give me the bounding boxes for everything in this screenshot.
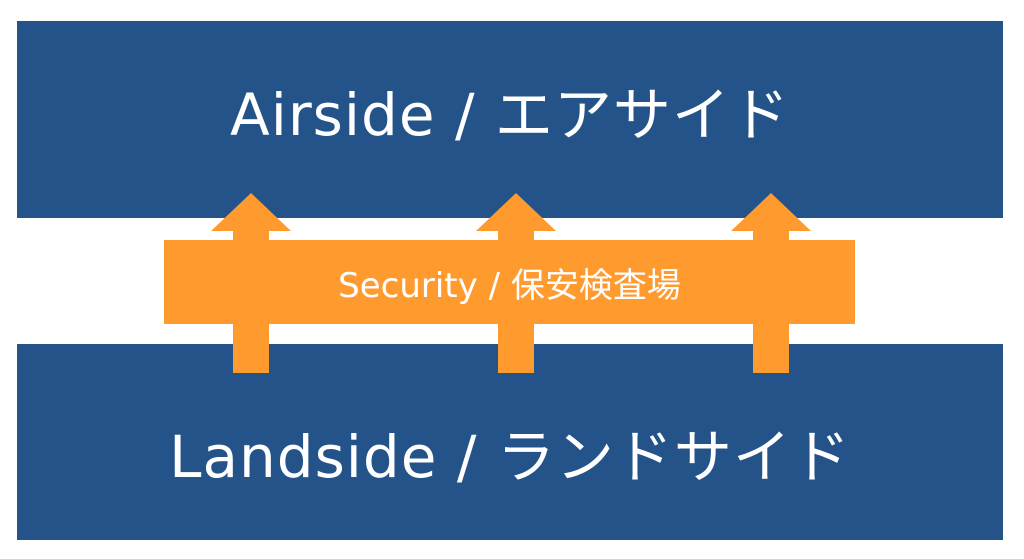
landside-label: Landside / ランドサイド	[169, 423, 851, 491]
airside-band: Airside / エアサイド	[17, 21, 1003, 218]
security-bar: Security / 保安検査場	[164, 240, 855, 324]
security-label: Security / 保安検査場	[338, 265, 681, 306]
airside-label: Airside / エアサイド	[230, 80, 790, 149]
landside-band: Landside / ランドサイド	[17, 344, 1003, 540]
